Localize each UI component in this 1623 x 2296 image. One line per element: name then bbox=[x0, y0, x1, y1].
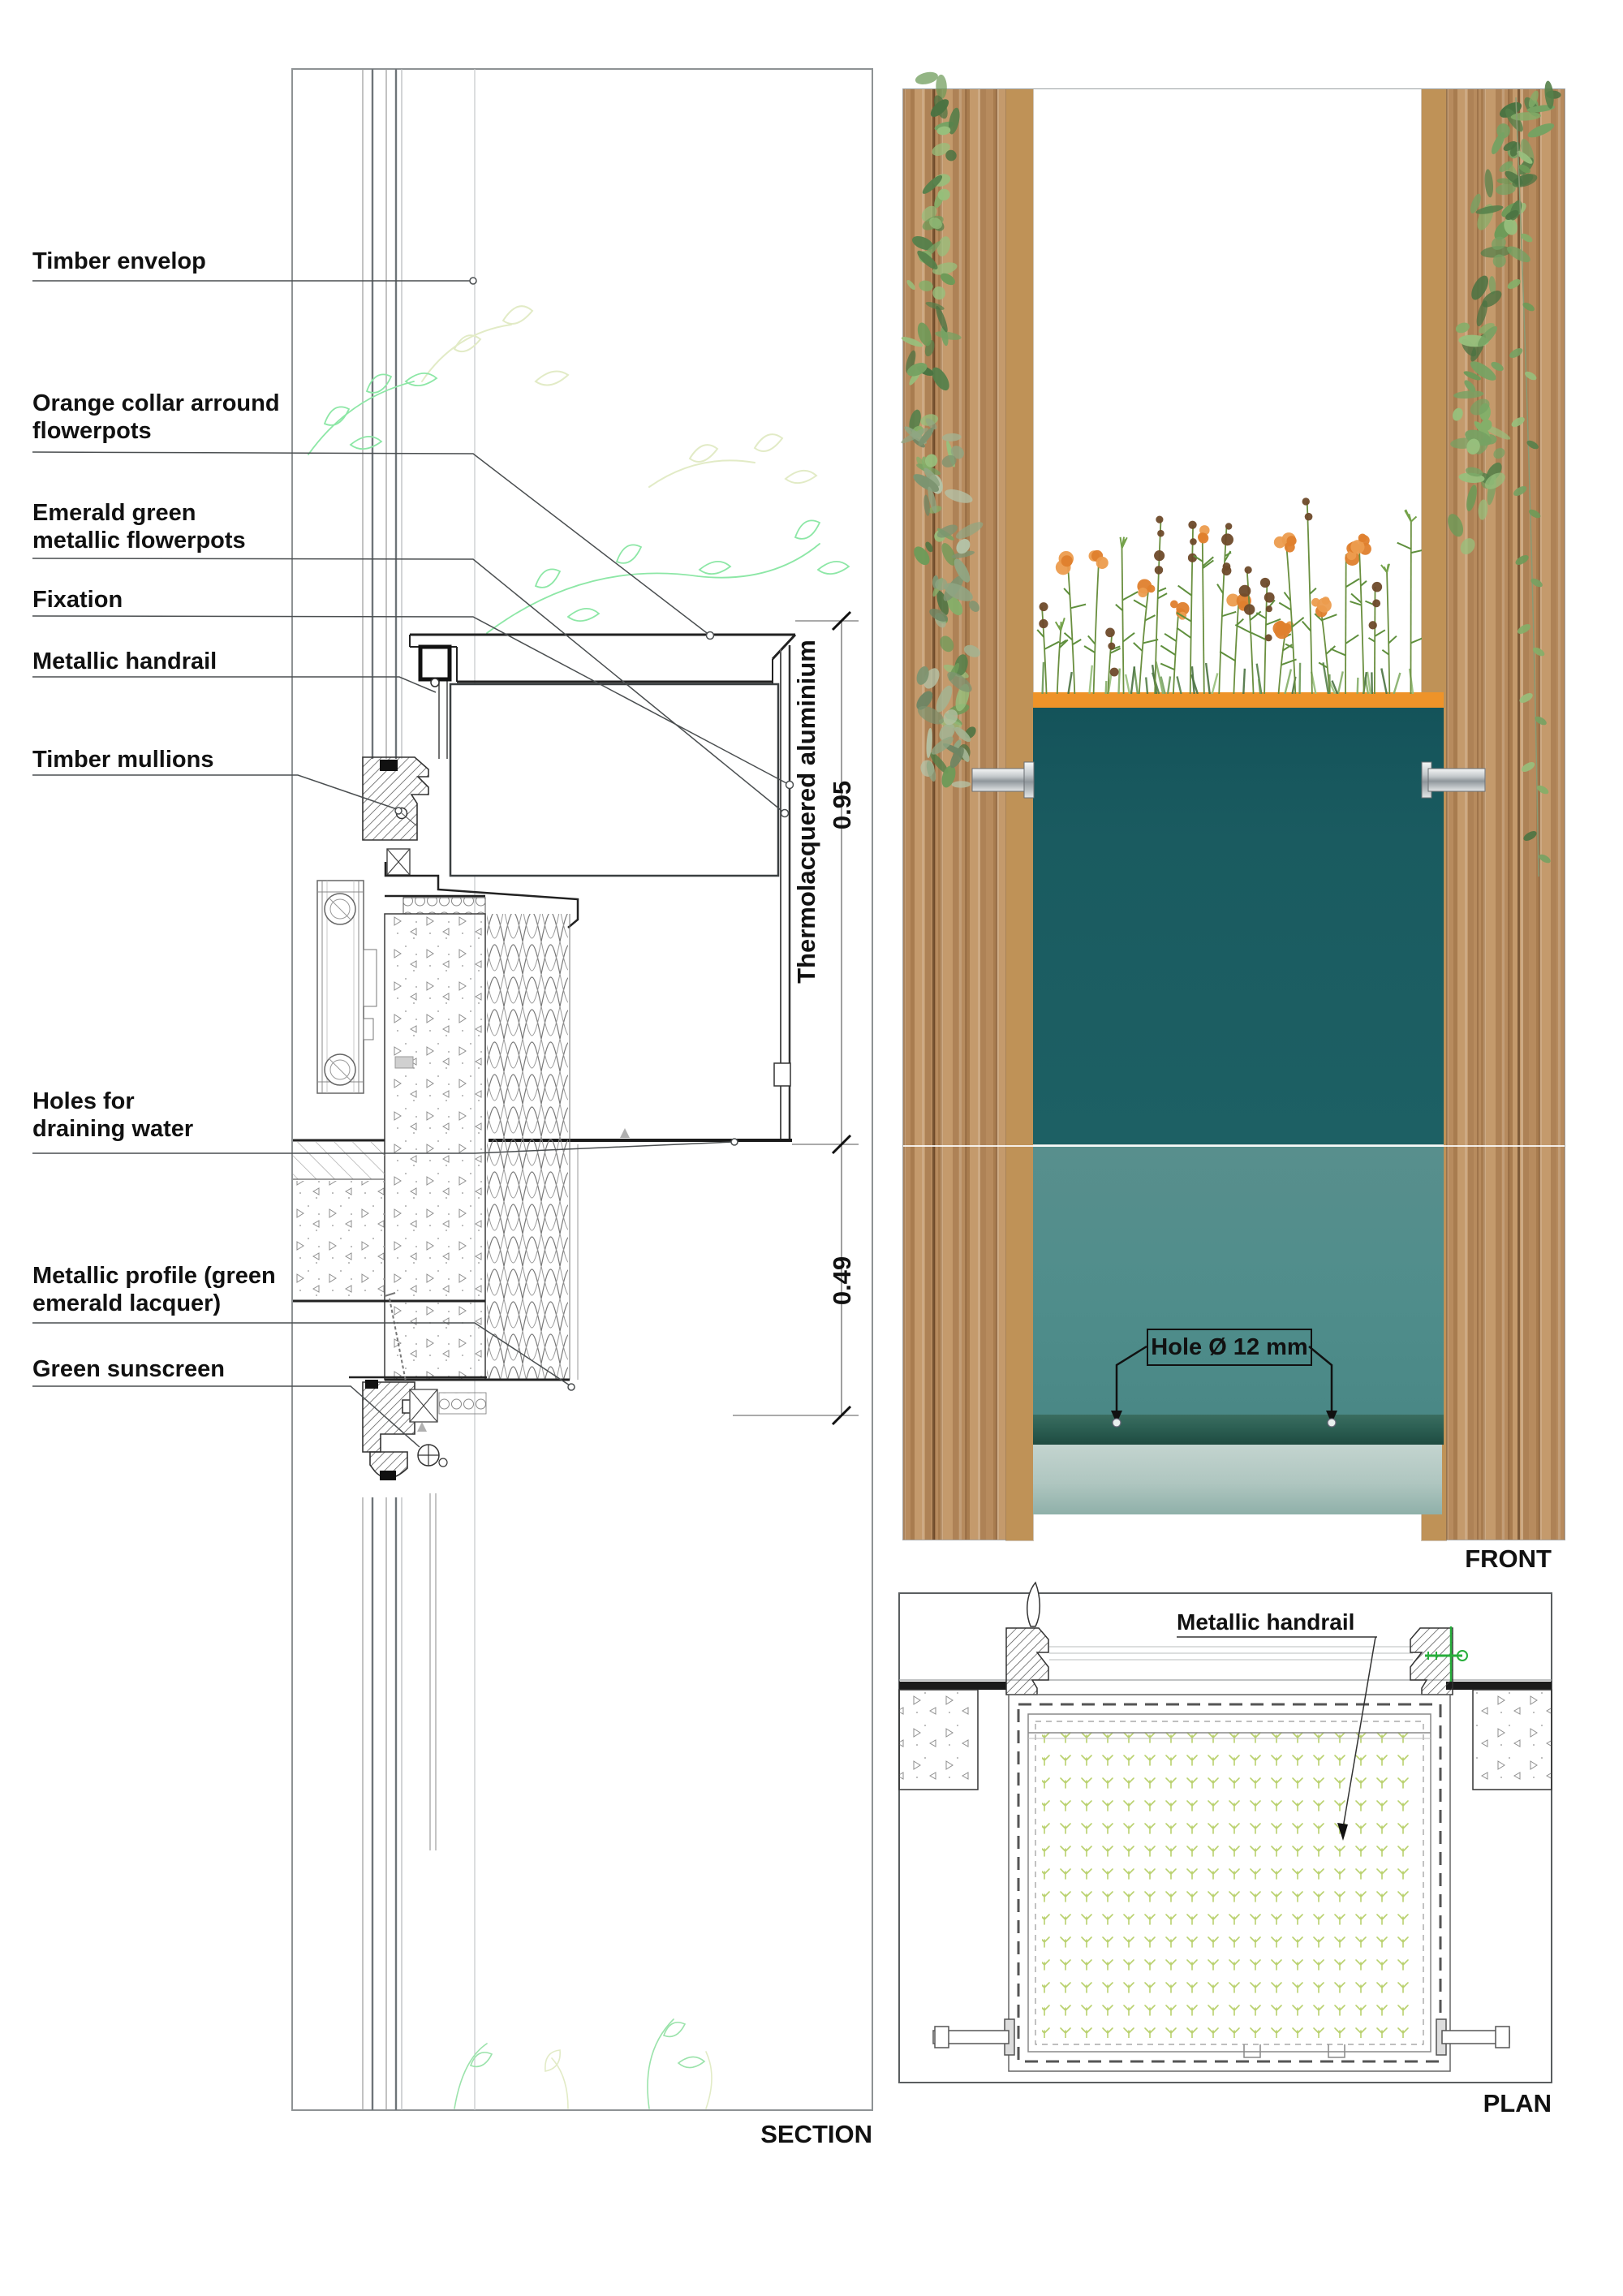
leader-lines bbox=[32, 277, 794, 1448]
dim-upper: 0.95 bbox=[828, 781, 856, 829]
foliage-left bbox=[901, 418, 984, 788]
dimensions: Thermolacquered aluminium 0.95 0.49 bbox=[733, 610, 859, 1426]
label-green-sunscreen: Green sunscreen bbox=[32, 1356, 225, 1382]
flowerpot-plants bbox=[1036, 498, 1422, 694]
dim-aluminium-text: Thermolacquered aluminium bbox=[792, 640, 820, 984]
concrete-block-left bbox=[898, 1689, 979, 1790]
plan-title: PLAN bbox=[1483, 2089, 1552, 2117]
dim-lower: 0.49 bbox=[828, 1256, 856, 1305]
wood-grain-line bbox=[932, 89, 935, 1540]
front-overlay bbox=[901, 71, 1561, 1428]
radiator bbox=[316, 880, 377, 1094]
flowerpot-body bbox=[449, 683, 780, 877]
drain-hole bbox=[1327, 1418, 1337, 1428]
section-title: SECTION bbox=[760, 2120, 872, 2148]
climbing-plant-left bbox=[901, 71, 976, 788]
plan-handrail-dashed bbox=[1017, 1703, 1442, 2063]
plan-handrail-label: Metallic handrail bbox=[1177, 1609, 1355, 1635]
front-flowerpot-panel-dark bbox=[1033, 708, 1444, 1144]
balcony-structure bbox=[293, 862, 579, 1381]
label-emerald-flowerpots: Emerald green metallic flowerpots bbox=[32, 500, 246, 554]
plan-wall bbox=[898, 1679, 1552, 1790]
front-panel-light bbox=[1033, 1147, 1444, 1415]
plant-sketches bbox=[308, 305, 850, 2109]
hole-dimension-label: Hole Ø 12 mm bbox=[1147, 1329, 1312, 1366]
plan-mullions bbox=[1005, 1581, 1468, 1695]
front-orange-collar bbox=[1033, 692, 1444, 708]
plan-handrail-glazing bbox=[1049, 1646, 1413, 1661]
front-bottom-tray bbox=[1033, 1445, 1442, 1514]
window-handle bbox=[1026, 1581, 1040, 1627]
glazing-lines bbox=[362, 69, 448, 2110]
green-screw-icon bbox=[1425, 1626, 1468, 1682]
plan-drawing bbox=[898, 1581, 1552, 2083]
front-title: FRONT bbox=[1465, 1544, 1552, 1573]
fixation-brackets bbox=[971, 761, 1486, 799]
front-drain-strip bbox=[1033, 1415, 1444, 1445]
label-timber-mullions: Timber mullions bbox=[32, 747, 214, 773]
climbing-plant-right bbox=[1448, 80, 1561, 877]
front-photo-seam bbox=[903, 1145, 1565, 1147]
timber-mullion-top bbox=[362, 756, 429, 876]
timber-mullion-bottom bbox=[349, 1292, 487, 1480]
plan-label-leader bbox=[1177, 1636, 1377, 1841]
front-left-collar-strip bbox=[1005, 88, 1034, 1541]
concrete-block-right bbox=[1472, 1689, 1552, 1790]
flowerpot-section bbox=[409, 633, 797, 1142]
section-drawing: Thermolacquered aluminium 0.95 0.49 bbox=[32, 68, 873, 2111]
label-orange-collar: Orange collar arround flowerpots bbox=[32, 390, 280, 445]
plan-planter bbox=[1008, 1694, 1451, 2072]
drain-hole bbox=[1112, 1418, 1121, 1428]
label-metallic-handrail: Metallic handrail bbox=[32, 648, 217, 674]
plan-fixation-pins bbox=[932, 2018, 1510, 2056]
label-metallic-profile: Metallic profile (green emerald lacquer) bbox=[32, 1263, 276, 1317]
label-holes-draining: Holes for draining water bbox=[32, 1088, 194, 1143]
front-top-line bbox=[903, 88, 1565, 89]
hole-leaders bbox=[1111, 1345, 1337, 1428]
plan-planting-area bbox=[1042, 1728, 1417, 2038]
label-timber-envelop: Timber envelop bbox=[32, 248, 206, 274]
label-fixation: Fixation bbox=[32, 587, 123, 613]
wood-grain-line bbox=[1518, 89, 1520, 1540]
